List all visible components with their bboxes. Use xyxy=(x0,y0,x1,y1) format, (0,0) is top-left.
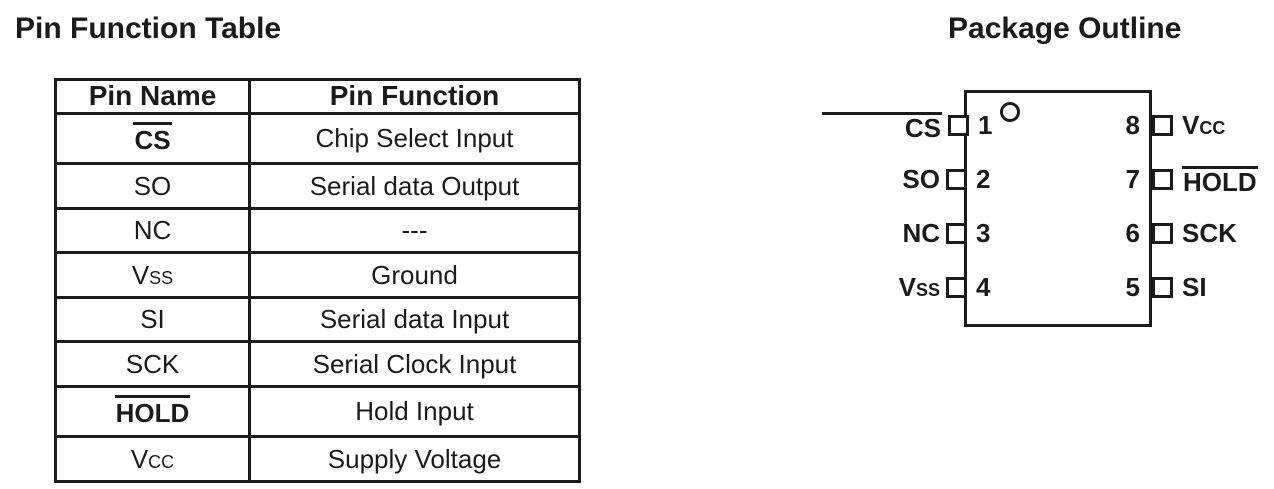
pin-function-table-title: Pin Function Table xyxy=(15,12,282,45)
pin-2-label: SO xyxy=(902,164,940,194)
pin1-indicator-circle-icon xyxy=(1000,102,1020,122)
pin-4-label: Vss xyxy=(898,272,940,302)
table-row: CS Chip Select Input xyxy=(54,111,581,166)
pin-square-icon xyxy=(946,276,967,298)
pin-function-cell: Supply Voltage xyxy=(248,435,581,483)
pin-function-cell: Chip Select Input xyxy=(248,111,581,166)
pin-function-cell: Hold Input xyxy=(248,385,581,439)
pin-1: CS 1 xyxy=(822,110,993,141)
pin-function-cell: Serial Clock Input xyxy=(248,340,581,389)
header-pin-name: Pin Name xyxy=(54,78,251,115)
pin-8-number: 8 xyxy=(1125,110,1140,140)
pin-function-cell: Ground xyxy=(248,251,581,299)
pin-square-icon xyxy=(1152,114,1173,136)
pin-name-cell: Vcc xyxy=(54,435,251,483)
table-row: SCK Serial Clock Input xyxy=(54,340,581,389)
pin-5-label: SI xyxy=(1182,272,1207,302)
pin-name: Vcc xyxy=(130,443,175,474)
pin-name-cell: SI xyxy=(54,295,251,344)
pin-name: HOLD xyxy=(114,395,191,427)
pin-7-label: HOLD xyxy=(1182,165,1258,197)
pin-3-number: 3 xyxy=(976,218,991,248)
pin-2-number: 2 xyxy=(976,164,991,194)
pin-6: 6 SCK xyxy=(1094,218,1237,248)
pin-square-icon xyxy=(946,222,967,244)
pin-function-cell: Serial data Input xyxy=(248,295,581,344)
pin-1-number: 1 xyxy=(978,110,993,140)
table-row: Vcc Supply Voltage xyxy=(54,435,581,483)
pin-name-cell: CS xyxy=(54,111,251,166)
pin-name: SI xyxy=(140,304,165,335)
pin-3: NC 3 xyxy=(822,218,991,248)
pin-function-cell: Serial data Output xyxy=(248,162,581,210)
pin-6-label: SCK xyxy=(1182,218,1237,248)
pin-7-number: 7 xyxy=(1125,164,1140,194)
pin-name: CS xyxy=(133,122,172,154)
pin-1-label: CS xyxy=(822,111,942,141)
pin-2: SO 2 xyxy=(822,164,991,194)
pin-name: Vss xyxy=(131,259,174,290)
pin-square-icon xyxy=(1152,222,1173,244)
pin-square-icon xyxy=(1152,168,1173,190)
pin-4-number: 4 xyxy=(976,272,991,302)
pin-7: 7 HOLD xyxy=(1094,164,1258,197)
pin-name: NC xyxy=(133,215,172,246)
pin-square-icon xyxy=(946,168,967,190)
table-row: NC --- xyxy=(54,206,581,255)
pin-name-cell: SO xyxy=(54,162,251,210)
pin-8-label: Vcc xyxy=(1182,110,1226,140)
pin-name-cell: HOLD xyxy=(54,385,251,439)
pin-square-icon xyxy=(1152,276,1173,298)
table-row: Vss Ground xyxy=(54,251,581,299)
pin-5: 5 SI xyxy=(1094,272,1207,302)
pin-name: SCK xyxy=(125,348,180,379)
pin-name: SO xyxy=(133,170,172,201)
pin-name-cell: Vss xyxy=(54,251,251,299)
table-header-row: Pin Name Pin Function xyxy=(54,78,581,115)
pin-function-cell: --- xyxy=(248,206,581,255)
chip-body xyxy=(964,90,1152,327)
table-row: SI Serial data Input xyxy=(54,295,581,344)
table-row: HOLD Hold Input xyxy=(54,385,581,439)
pin-5-number: 5 xyxy=(1125,272,1140,302)
header-pin-function: Pin Function xyxy=(248,78,581,115)
pin-name-cell: NC xyxy=(54,206,251,255)
table-row: SO Serial data Output xyxy=(54,162,581,210)
pin-8: 8 Vcc xyxy=(1094,110,1226,140)
pin-4: Vss 4 xyxy=(822,272,991,302)
package-outline-title: Package Outline xyxy=(948,12,1182,45)
pin-square-icon xyxy=(948,114,969,136)
pin-3-label: NC xyxy=(902,218,940,248)
pin-name-cell: SCK xyxy=(54,340,251,389)
pin-6-number: 6 xyxy=(1125,218,1140,248)
pin-function-table: Pin Name Pin Function CS Chip Select Inp… xyxy=(54,78,581,483)
